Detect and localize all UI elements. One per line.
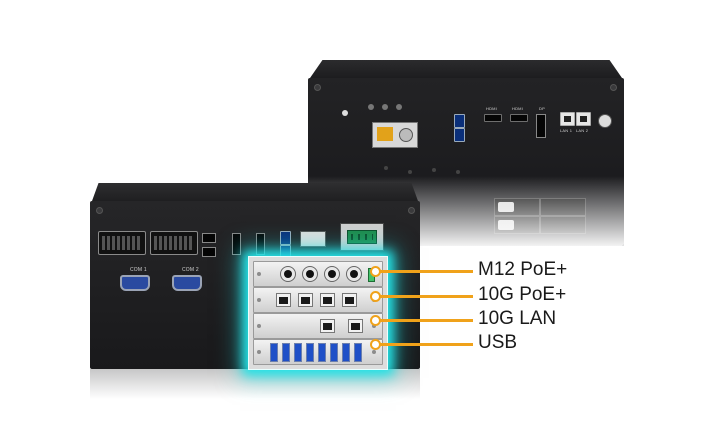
vent-hole xyxy=(456,170,460,174)
m12-connector xyxy=(346,266,362,282)
callout-label-10g-poe: 10G PoE+ xyxy=(478,284,567,305)
displayport-port xyxy=(536,114,546,138)
callout-label-10g-lan: 10G LAN xyxy=(478,308,557,329)
com1-port xyxy=(120,275,150,291)
usb-module xyxy=(253,339,383,365)
power-terminal-block xyxy=(340,223,384,251)
dc-power-connector xyxy=(598,114,612,128)
usb-port xyxy=(282,343,290,362)
usb-port xyxy=(270,343,278,362)
lan1-label: LAN 1 xyxy=(560,128,573,133)
rj45-port xyxy=(320,293,335,307)
com2-label: COM 2 xyxy=(182,267,199,273)
m12-poe-module xyxy=(253,261,383,287)
usb-port xyxy=(330,343,338,362)
drive-handle xyxy=(498,220,514,230)
usb-port xyxy=(354,343,362,362)
hdmi-port xyxy=(484,114,502,122)
hdmi-label: HDMI xyxy=(486,106,498,111)
front-unit-top-cover xyxy=(92,183,418,201)
com1-label: COM 1 xyxy=(130,267,147,273)
10g-poe-module xyxy=(253,287,383,313)
displayport-port xyxy=(202,247,216,257)
usb-port xyxy=(318,343,326,362)
drive-handle xyxy=(498,202,514,212)
lan-port xyxy=(560,112,575,126)
screw xyxy=(314,84,321,91)
usb-port xyxy=(306,343,314,362)
rj45-port xyxy=(320,319,335,333)
sim-slot-module xyxy=(372,122,418,148)
reflection xyxy=(90,369,420,399)
com2-port xyxy=(172,275,202,291)
usb-port xyxy=(454,114,465,128)
lan-port xyxy=(576,112,591,126)
screw xyxy=(96,207,103,214)
displayport-port xyxy=(232,233,241,255)
callout-line xyxy=(379,319,473,322)
vent-hole xyxy=(384,166,388,170)
vent-hole xyxy=(432,168,436,172)
antenna-connector-icon xyxy=(399,128,413,142)
hdmi-port xyxy=(510,114,528,122)
m12-connector xyxy=(302,266,318,282)
displayport-port xyxy=(202,233,216,243)
callout-label-usb: USB xyxy=(478,332,518,353)
screw xyxy=(408,207,415,214)
led-indicator xyxy=(396,104,402,110)
dio-connector xyxy=(98,231,146,255)
led-indicator xyxy=(382,104,388,110)
dio-connector xyxy=(150,231,198,255)
usb-port xyxy=(294,343,302,362)
10g-lan-module xyxy=(253,313,383,339)
drive-bay xyxy=(540,198,586,216)
drive-bay xyxy=(494,216,540,234)
rj45-port xyxy=(348,319,363,333)
power-button-icon xyxy=(342,110,348,116)
m12-connector xyxy=(324,266,340,282)
usb-port xyxy=(454,128,465,142)
vent-hole xyxy=(408,170,412,174)
drive-bay xyxy=(494,198,540,216)
callout-line xyxy=(379,295,473,298)
lan2-label: LAN 2 xyxy=(576,128,589,133)
hdmi-label: HDMI xyxy=(512,106,524,111)
displayport-port xyxy=(256,233,265,255)
remote-switch-connector xyxy=(300,231,326,247)
usb-port xyxy=(280,231,291,245)
expansion-module-stack xyxy=(248,256,388,370)
rj45-port xyxy=(276,293,291,307)
callout-label-m12-poe: M12 PoE+ xyxy=(478,259,568,280)
m12-connector xyxy=(280,266,296,282)
led-indicator xyxy=(368,104,374,110)
callout-line xyxy=(379,270,473,273)
rj45-port xyxy=(342,293,357,307)
sim-card-icon xyxy=(377,127,393,141)
rear-unit-top-cover xyxy=(310,60,622,78)
drive-bay xyxy=(540,216,586,234)
callout-line xyxy=(379,343,473,346)
dp-label: DP xyxy=(539,106,545,111)
usb-port xyxy=(342,343,350,362)
rj45-port xyxy=(298,293,313,307)
screw xyxy=(610,84,617,91)
